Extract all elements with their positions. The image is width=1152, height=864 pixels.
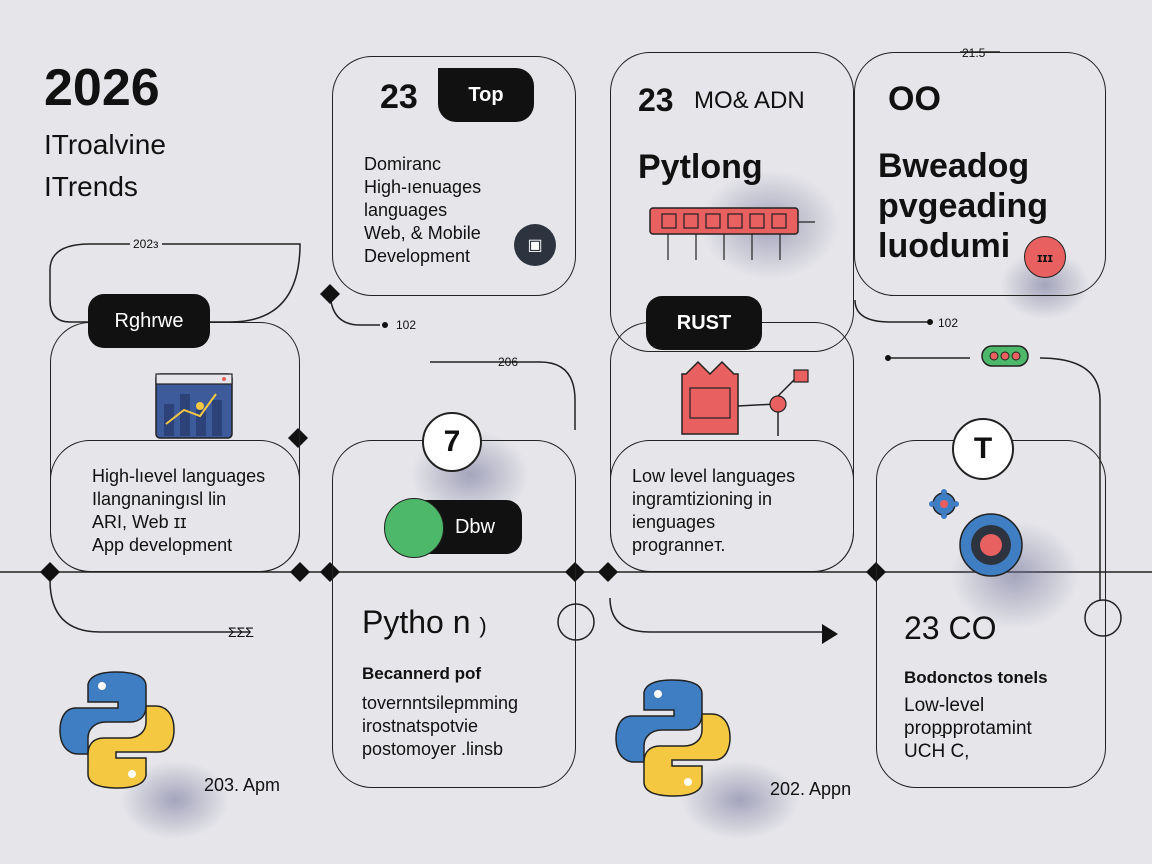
footer-caption-right: 202. Appn	[770, 779, 852, 799]
connector-label: 21.5	[962, 46, 986, 60]
card-left-lower	[50, 440, 300, 572]
center-number-circle: 7	[422, 412, 482, 472]
connector-label: ƩƩƩ	[228, 624, 254, 640]
page-year: 2026	[44, 59, 160, 117]
connector-label: 202з	[130, 237, 162, 251]
page-subtitle-1: ITroalvine	[44, 129, 166, 160]
card-right-badge: ɪɪɪ	[1024, 236, 1066, 278]
card-low-level	[610, 440, 854, 572]
monitor-chart-icon	[155, 373, 233, 439]
co-card-subtitle: Bodonctos tonels	[904, 668, 1048, 687]
gear-icon	[929, 489, 959, 519]
python-logo-icon	[59, 671, 175, 789]
card-top	[332, 56, 576, 296]
card-mid-title: Pytlong	[638, 148, 763, 186]
robot-icon: ▣	[514, 224, 556, 266]
right-letter-circle: T	[952, 418, 1014, 480]
card-mid	[610, 52, 854, 352]
python-logo-icon	[615, 679, 731, 797]
card-top-number: 23	[380, 78, 418, 116]
memory-bar-icon	[649, 207, 815, 260]
rust-pill[interactable]: RUST	[646, 296, 762, 350]
card-right	[854, 52, 1106, 296]
co-card-title: 23 CO	[904, 610, 997, 646]
toggle-knob-icon	[384, 498, 444, 558]
status-lights-icon	[981, 345, 1029, 367]
connector-label: 102	[938, 316, 959, 330]
co-card-text: Low-level propַpprotamint UCH C,	[904, 695, 1032, 762]
card-mid-heading: MO& ADN	[694, 87, 805, 114]
target-disc-icon	[959, 513, 1023, 577]
rghrwe-pill[interactable]: Rghrwe	[88, 294, 210, 348]
card-low-level-text: Low level languages ingramtizioning in i…	[632, 466, 796, 555]
page-subtitle-2: ITrends	[44, 171, 138, 202]
python-card-text: tovernntsilepmming irostnatspotvie posto…	[362, 693, 519, 759]
connector-label: 206	[498, 355, 519, 369]
footer-caption-left: 203. Apm	[204, 775, 281, 795]
connector-label: 102	[396, 318, 417, 332]
top-pill[interactable]: Top	[438, 68, 534, 122]
python-card-subtitle: Becannerd pof	[362, 664, 482, 683]
card-right-title: Bweadog pvgeading luodumi	[878, 147, 1049, 265]
card-right-number: OO	[888, 80, 941, 118]
card-mid-number: 23	[638, 82, 674, 118]
card-left-lower-text: High-lıevel languages Ilangnaningısl lin…	[92, 466, 266, 555]
robot-arm-icon	[681, 360, 809, 436]
card-top-text: Domiranc High-ıenuages languages Web, & …	[364, 154, 482, 266]
python-card-title: Pytho n )	[362, 604, 487, 640]
